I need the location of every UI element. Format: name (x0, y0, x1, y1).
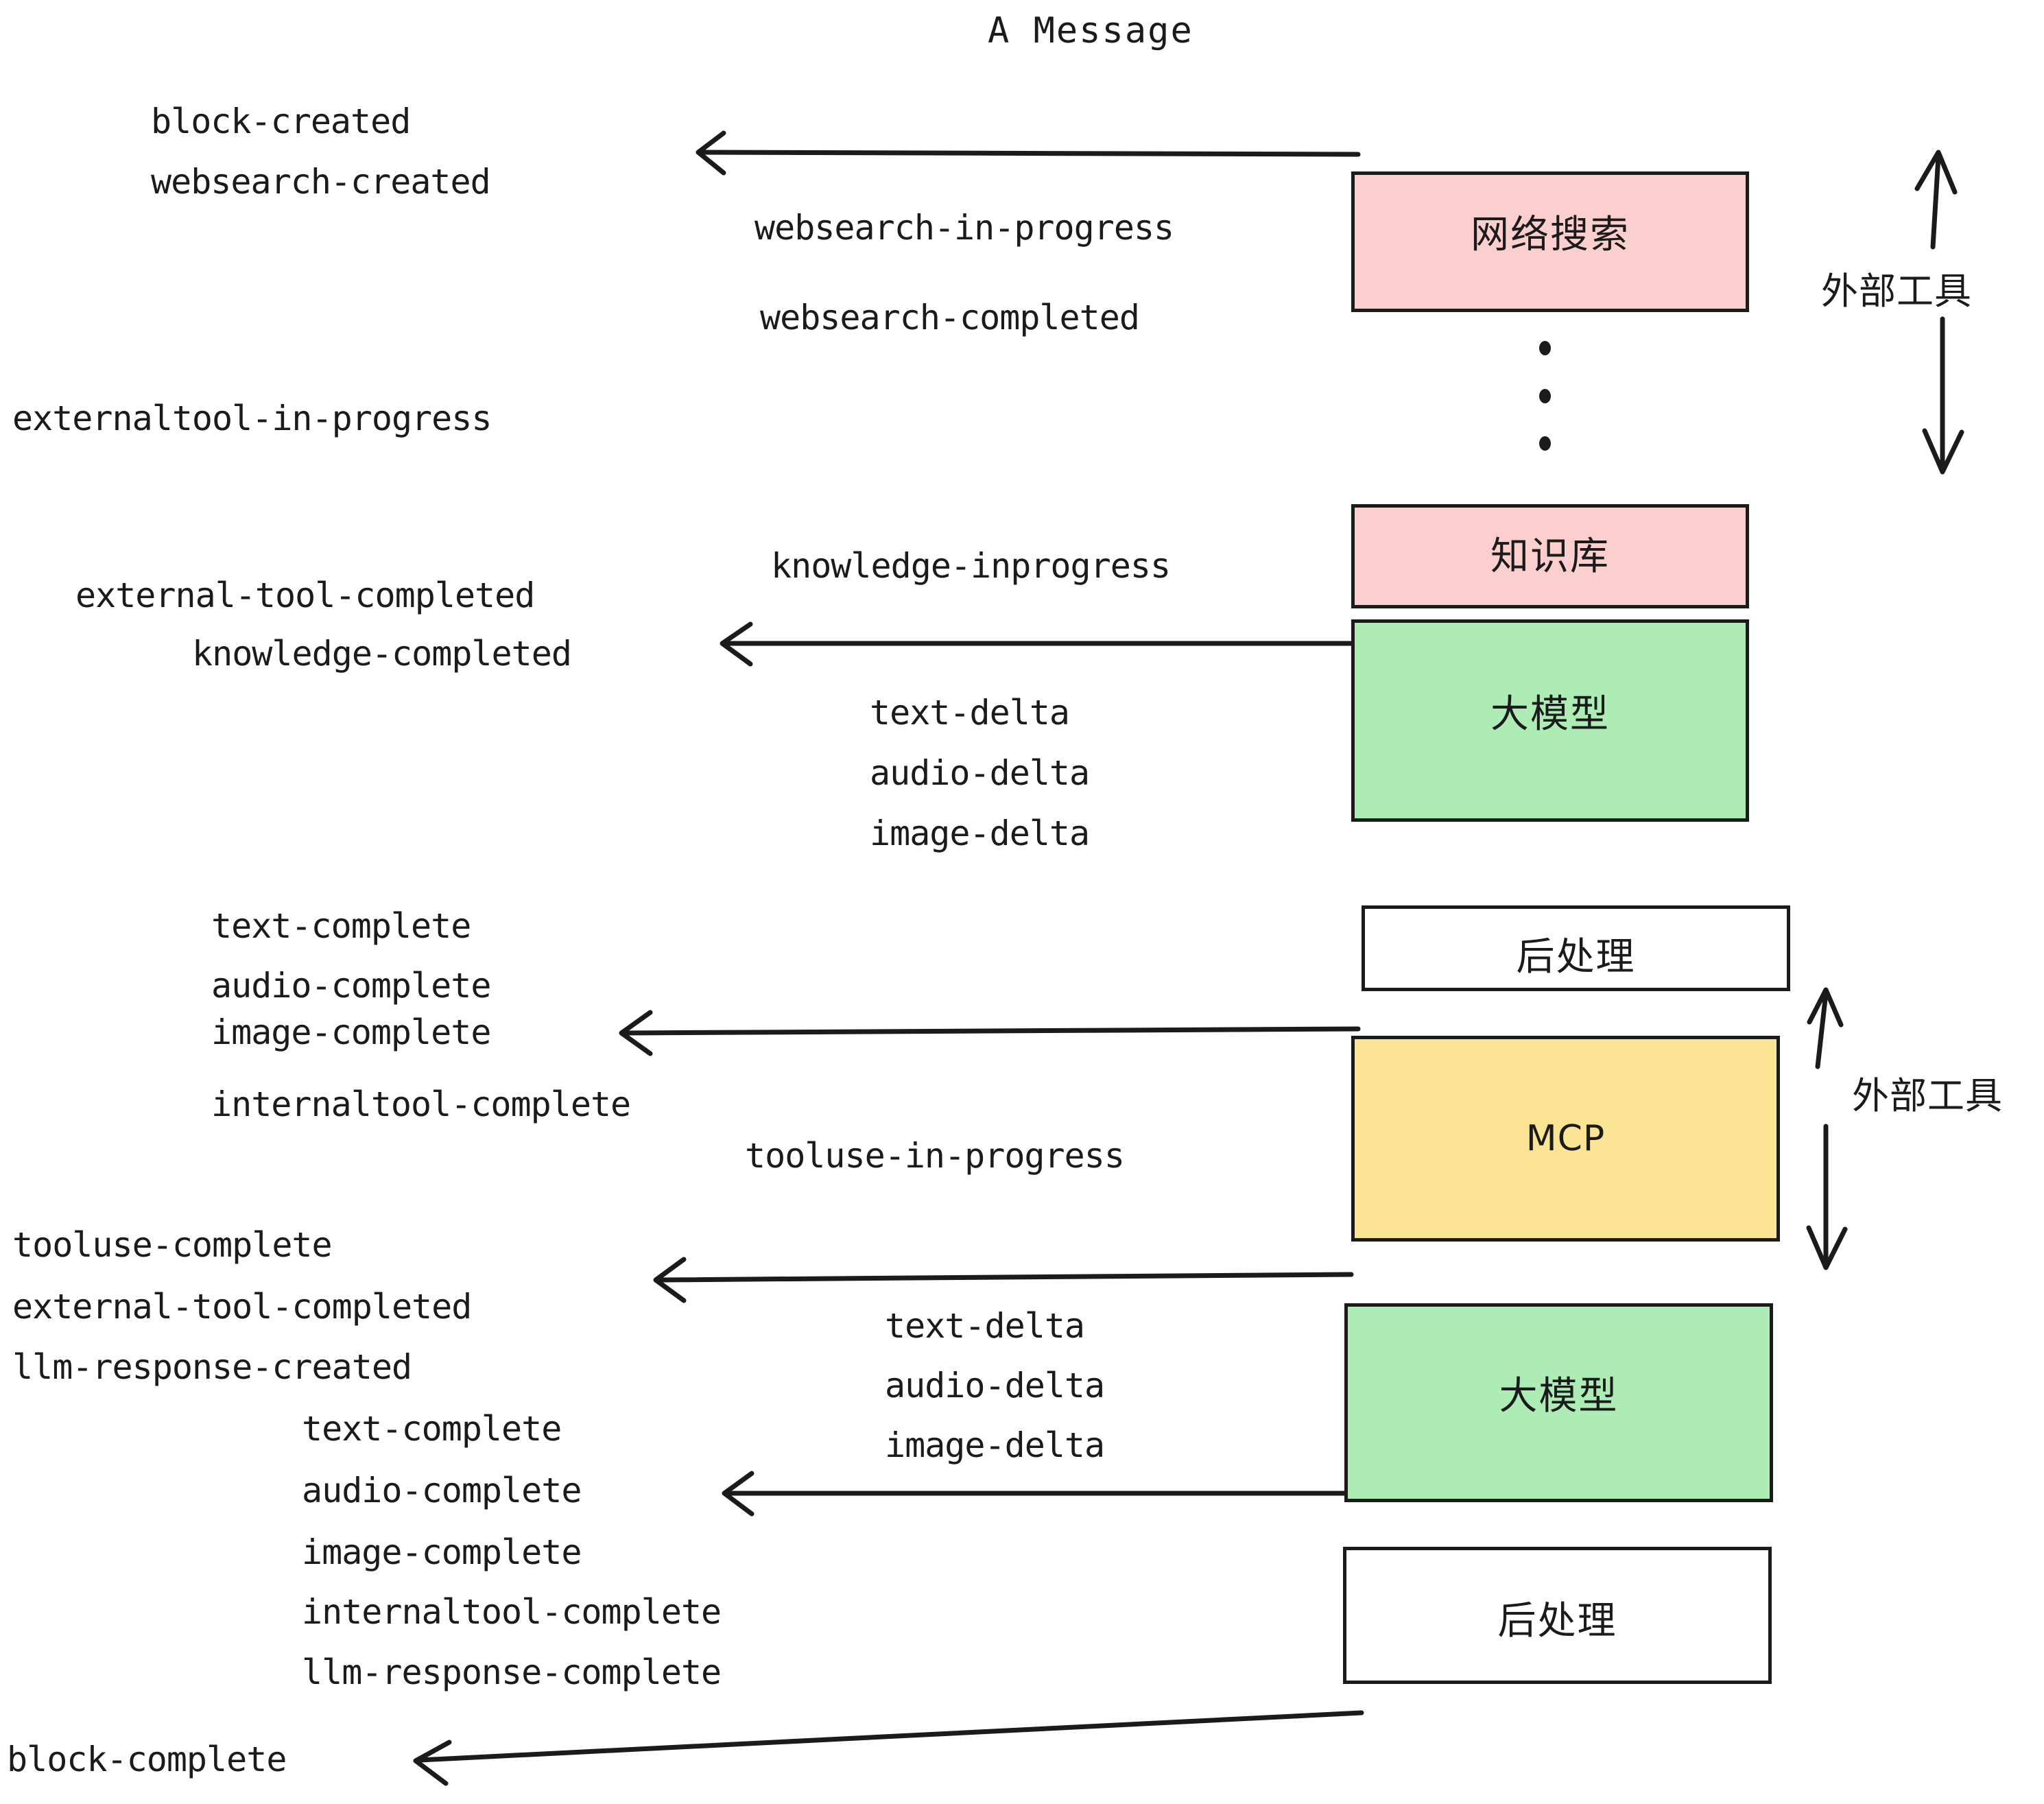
event-image-delta-1: image-delta (870, 814, 1090, 853)
node-knowledge-label: 知识库 (1490, 534, 1610, 579)
event-knowledge-inprogress: knowledge-inprogress (771, 546, 1171, 586)
external-tools-bottom-arrow-down (1806, 1124, 1848, 1270)
event-llm-response-created: llm-response-created (12, 1347, 412, 1387)
event-text-delta-1: text-delta (870, 693, 1070, 733)
event-audio-delta-2: audio-delta (885, 1366, 1105, 1405)
node-llm-1[interactable]: 大模型 (1351, 619, 1749, 822)
event-text-complete-1: text-complete (211, 906, 471, 946)
node-postprocess-1-label: 后处理 (1516, 935, 1636, 980)
event-image-complete-2: image-complete (302, 1532, 582, 1572)
dot-1 (1538, 341, 1551, 355)
dot-3 (1538, 436, 1551, 451)
arrow-websearch-to-events (696, 130, 1361, 176)
node-llm-2-label: 大模型 (1499, 1374, 1619, 1419)
node-websearch[interactable]: 网络搜索 (1351, 171, 1749, 312)
node-llm-2[interactable]: 大模型 (1344, 1303, 1773, 1502)
event-external-tool-completed-2: external-tool-completed (12, 1287, 472, 1327)
event-externaltool-in-progress: externaltool-in-progress (12, 399, 492, 438)
event-tooluse-complete: tooluse-complete (12, 1225, 333, 1265)
page-title: A Message (988, 10, 1193, 51)
group-label-external-tools-top: 外部工具 (1821, 270, 1972, 313)
arrow-postprocess2-to-block-complete (413, 1710, 1364, 1786)
event-external-tool-completed-1: external-tool-completed (75, 575, 535, 615)
event-audio-delta-1: audio-delta (870, 753, 1090, 793)
event-knowledge-completed: knowledge-completed (192, 634, 572, 674)
event-llm-response-complete: llm-response-complete (302, 1652, 722, 1692)
event-internaltool-complete-2: internaltool-complete (302, 1592, 722, 1632)
node-postprocess-2[interactable]: 后处理 (1343, 1547, 1772, 1684)
arrow-mcp-to-events (653, 1257, 1354, 1303)
event-text-complete-2: text-complete (302, 1409, 562, 1449)
ellipsis-dots (1538, 341, 1552, 451)
event-block-complete: block-complete (7, 1740, 287, 1779)
event-image-delta-2: image-delta (885, 1425, 1105, 1465)
event-internaltool-complete-1: internaltool-complete (211, 1084, 631, 1124)
node-llm-1-label: 大模型 (1490, 692, 1610, 737)
node-postprocess-2-label: 后处理 (1497, 1599, 1617, 1643)
arrow-llm1-to-events (619, 1010, 1361, 1056)
node-postprocess-1[interactable]: 后处理 (1362, 905, 1790, 991)
external-tools-bottom-arrow-up (1807, 987, 1844, 1069)
event-websearch-created: websearch-created (151, 162, 491, 202)
dot-2 (1538, 388, 1551, 403)
arrow-knowledge-to-events (720, 621, 1354, 667)
event-audio-complete-2: audio-complete (302, 1471, 582, 1510)
event-block-created: block-created (151, 102, 411, 141)
external-tools-top-arrow-up (1914, 150, 1958, 250)
arrow-llm2-to-events (722, 1471, 1347, 1517)
node-websearch-label: 网络搜索 (1471, 213, 1630, 257)
event-websearch-completed: websearch-completed (760, 298, 1140, 337)
node-knowledge[interactable]: 知识库 (1351, 504, 1749, 608)
event-audio-complete-1: audio-complete (211, 966, 491, 1006)
group-label-external-tools-bottom: 外部工具 (1852, 1074, 2003, 1117)
event-image-complete-1: image-complete (211, 1012, 491, 1052)
external-tools-top-arrow-down (1922, 316, 1964, 475)
event-text-delta-2: text-delta (885, 1306, 1085, 1346)
node-mcp[interactable]: MCP (1351, 1036, 1780, 1242)
event-tooluse-in-progress: tooluse-in-progress (745, 1136, 1125, 1176)
event-websearch-in-progress: websearch-in-progress (754, 208, 1174, 248)
node-mcp-label: MCP (1525, 1118, 1606, 1159)
